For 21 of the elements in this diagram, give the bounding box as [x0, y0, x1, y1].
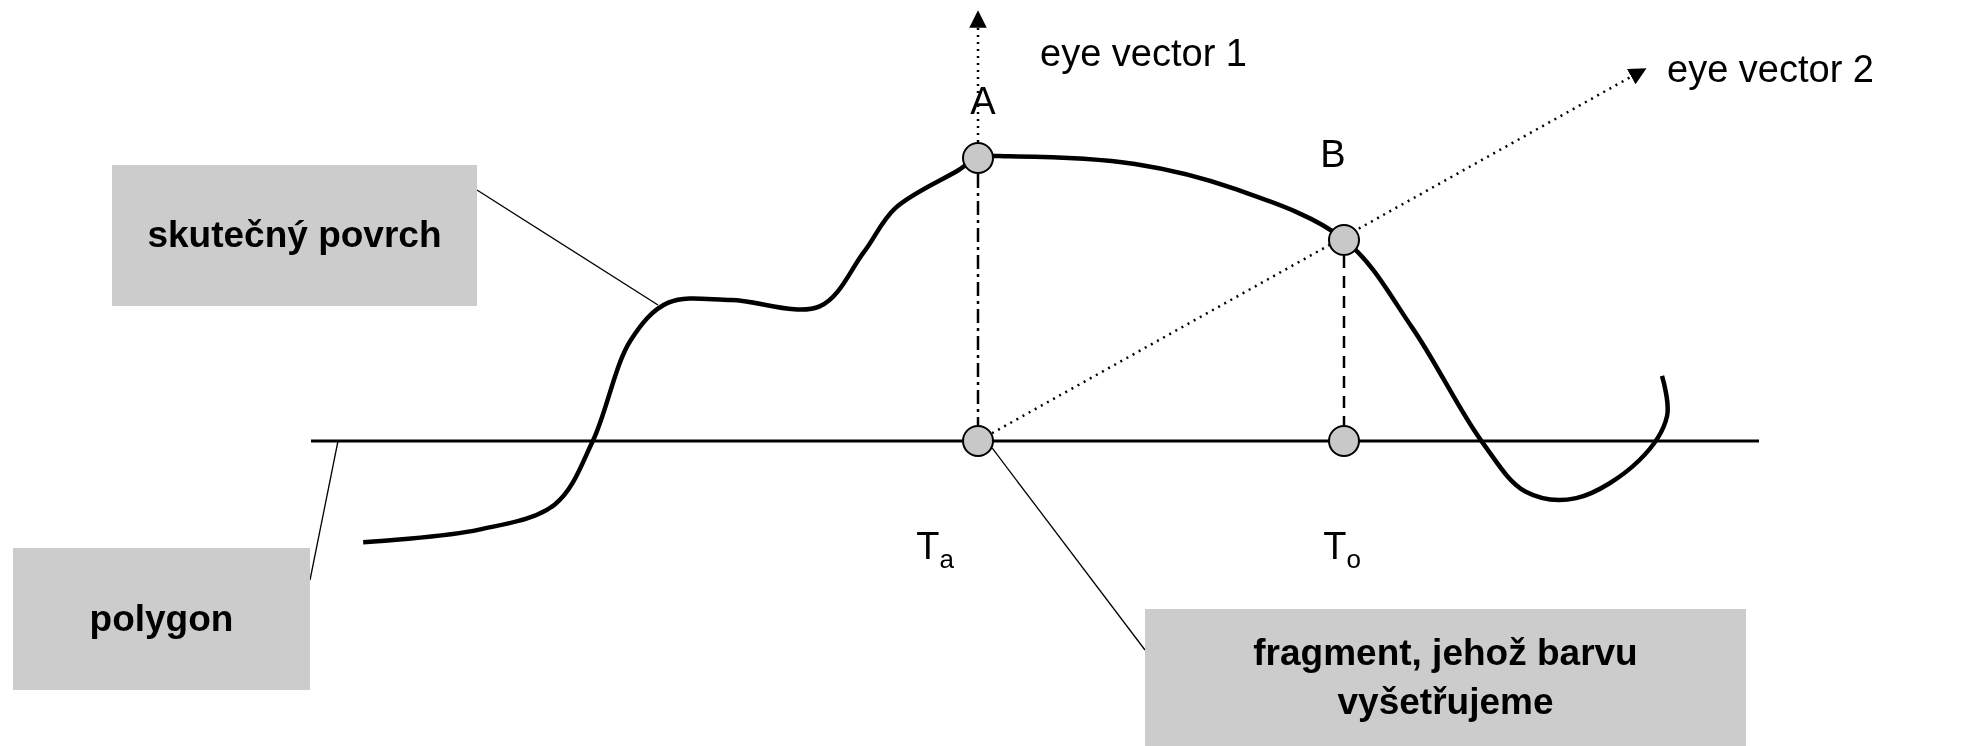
point-label: B — [1320, 135, 1346, 173]
leader-line — [476, 189, 659, 306]
point-marker — [962, 142, 994, 174]
connector — [969, 10, 987, 142]
point-label: T$_{a}$ — [916, 526, 954, 572]
leader-line — [991, 447, 1146, 651]
polygon-line — [311, 439, 1759, 443]
point-label: A — [970, 82, 996, 120]
box-text: fragment, jehož barvu vyšetřujeme — [1252, 631, 1639, 724]
point-marker — [962, 425, 994, 457]
label-box — [13, 548, 310, 690]
point-label: T$_{o}$ — [1323, 526, 1361, 572]
connector — [1342, 256, 1346, 425]
box-text: polygon — [89, 596, 234, 641]
label-box — [112, 165, 477, 306]
point-marker — [1328, 224, 1360, 256]
point-marker — [1328, 425, 1360, 457]
connector — [976, 174, 980, 425]
label-box — [1145, 609, 1746, 746]
box-text: skutečný povrch — [147, 213, 442, 258]
connector — [991, 67, 1647, 435]
